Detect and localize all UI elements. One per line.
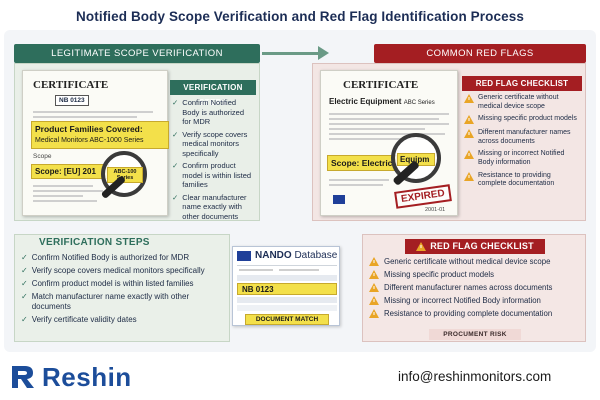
scope-word: Scope [33, 153, 52, 160]
red-flag-item: Missing or incorrect Notified Body infor… [369, 296, 583, 306]
red-flag-item: Resistance to providing complete documen… [464, 171, 580, 189]
verification-steps-header: VERIFICATION STEPS [170, 80, 256, 107]
step-item: ✓Clear manufacturer name exactly with ot… [172, 192, 247, 221]
red-flag-checklist-header: RED FLAG CHECKLIST [462, 76, 582, 91]
warning-icon [369, 270, 380, 280]
certificate-title: CERTIFICATE [33, 79, 109, 91]
red-flag-item: Resistance to providing complete documen… [369, 309, 583, 319]
eu-flag-icon [333, 195, 345, 204]
warning-icon [464, 115, 475, 125]
step-item: ✓Confirm product model is within listed … [21, 279, 194, 288]
step-item: ✓Match manufacturer name exactly with ot… [21, 292, 190, 311]
red-flag-item: Missing or incorrect Notified Body infor… [464, 150, 580, 167]
warning-icon [369, 309, 380, 319]
legitimate-scope-header: LEGITIMATE SCOPE VERIFICATION [14, 44, 260, 63]
product-families-highlight: Product Families Covered: Medical Monito… [31, 121, 169, 149]
legitimate-certificate: CERTIFICATE NB 0123 Product Families Cov… [22, 70, 169, 216]
warning-icon [416, 241, 427, 252]
red-flag-item: Different manufacturer names across docu… [369, 283, 583, 293]
red-flag-item: Missing specific product models [369, 270, 583, 280]
nando-database-card: NANDO Database NB 0123 DOCUMENT MATCH [232, 246, 340, 326]
nando-nb-result: NB 0123 [237, 283, 337, 295]
warning-icon [464, 94, 475, 104]
expired-stamp: EXPIRED [394, 184, 452, 209]
step-item: ✓Verify certificate validity dates [21, 315, 137, 324]
brand-name: Reshin [42, 361, 132, 392]
certificate-date: 2001-01 [425, 207, 446, 213]
warning-icon [369, 296, 380, 306]
bottom-verification-steps: VERIFICATION STEPS ✓Confirm Notified Bod… [14, 234, 230, 342]
warning-icon [464, 150, 475, 160]
red-flags-header: COMMON RED FLAGS [374, 44, 586, 63]
flow-arrow-head [318, 46, 329, 60]
flow-arrow [262, 52, 322, 55]
nando-title: NANDO Database [255, 250, 338, 261]
bottom-steps-header: VERIFICATION STEPS [39, 237, 150, 248]
page-title: Notified Body Scope Verification and Red… [76, 9, 524, 24]
step-item: ✓Confirm Notified Body is authorized for… [172, 98, 244, 126]
scope-highlight: Scope: [EU] 201 [31, 164, 109, 179]
red-flag-item: Generic certificate without medical devi… [464, 94, 580, 111]
procurement-risk-label: PROCUMENT RISK [429, 329, 521, 340]
eu-flag-icon [237, 251, 251, 261]
generic-scope-highlight: Scope: Electric [327, 155, 397, 171]
families-value: Medical Monitors ABC-1000 Series [35, 137, 144, 144]
step-item: ✓Confirm product model is within listed … [172, 161, 252, 189]
bottom-red-flag-panel: RED FLAG CHECKLIST Generic certificate w… [362, 234, 586, 342]
warning-icon [464, 129, 475, 139]
contact-email[interactable]: info@reshinmonitors.com [398, 369, 552, 384]
brand-logo: Reshin [10, 358, 132, 396]
suspicious-certificate: CERTIFICATE Electric Equipment ABC Serie… [320, 70, 458, 216]
step-item: ✓Verify scope covers medical monitors sp… [21, 266, 205, 275]
warning-icon [369, 283, 380, 293]
document-match-badge: DOCUMENT MATCH [245, 314, 329, 325]
warning-icon [464, 171, 475, 182]
certificate-nb-number: NB 0123 [55, 95, 89, 106]
red-flag-item: Missing specific product models [464, 115, 580, 125]
verification-steps-card: VERIFICATION STEPS ✓Confirm Notified Bod… [170, 80, 256, 221]
red-flag-item: Generic certificate without medical devi… [369, 257, 583, 267]
step-item: ✓Verify scope covers medical monitors sp… [172, 129, 248, 158]
certificate-subtitle: Electric Equipment ABC Series [329, 97, 435, 106]
bottom-red-flag-header: RED FLAG CHECKLIST [405, 239, 545, 254]
warning-icon [369, 257, 380, 267]
reshin-logo-icon [12, 366, 34, 388]
red-flag-item: Different manufacturer names across docu… [464, 129, 580, 146]
red-flag-checklist-card: RED FLAG CHECKLIST Generic certificate w… [462, 76, 582, 216]
certificate-title: CERTIFICATE [343, 79, 419, 91]
families-label: Product Families Covered: [35, 124, 143, 134]
step-item: ✓Confirm Notified Body is authorized for… [21, 253, 190, 262]
